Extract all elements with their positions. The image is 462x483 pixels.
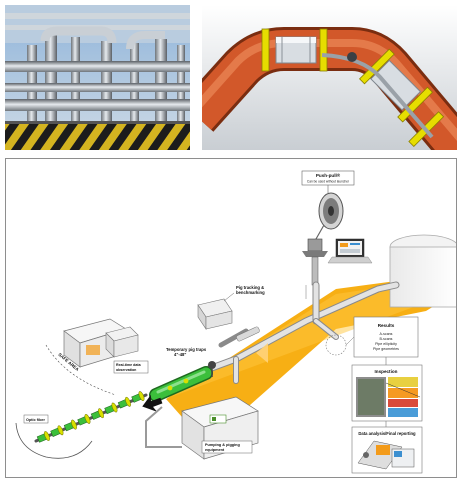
laptop-reel	[327, 238, 373, 264]
optic-fiber-label: Optic fiber	[26, 418, 46, 422]
pig-seal-disc	[44, 431, 50, 441]
results-item-ascans: A-scans	[380, 332, 393, 336]
pig-seal-disc	[125, 396, 131, 407]
pumping-label-1: Pumping & pigging	[205, 443, 240, 447]
pig-seal-disc	[138, 391, 145, 402]
optic-fiber-line	[15, 422, 93, 459]
temporary-pig-traps-label-1: Temporary pig traps	[166, 347, 207, 352]
storage-tank	[389, 234, 456, 308]
pig-seal-disc	[111, 402, 118, 413]
pumping-label-2: equipment	[205, 448, 225, 452]
results-item-geometries: Pipe geometries	[373, 347, 399, 351]
pig-seal-disc	[71, 419, 77, 430]
real-time-label-1: Real-time data	[116, 363, 142, 367]
results-item-bscans: B-scans	[380, 337, 393, 341]
results-panel: Results A-scans B-scans Pipe ellipticity…	[353, 316, 419, 358]
pigging-process-diagram: Push-pull® Can be used without launcher	[5, 158, 457, 478]
pig-insert-arrow	[142, 394, 163, 412]
inspection-title: Inspection	[375, 369, 398, 374]
pig-tracking-label-1: Pig tracking &	[236, 285, 264, 290]
safe-area-boundary	[45, 344, 117, 396]
pipe-bend-render	[202, 5, 457, 150]
sensor-probe	[236, 326, 260, 342]
pig-tracking-device: Pig tracking & benchmarking	[197, 285, 265, 330]
results-title: Results	[378, 323, 395, 328]
pig-seal-disc	[98, 408, 104, 419]
inspection-panel: Inspection	[351, 364, 423, 422]
data-analysis-title: Data analysis/Final reporting	[358, 431, 416, 436]
pig-seal-disc	[57, 425, 64, 436]
real-time-label-2: observation	[116, 368, 136, 372]
push-pull-label: Push-pull®	[316, 172, 341, 178]
push-pull-sublabel: Can be used without launcher	[307, 180, 350, 184]
pig-seal-disc	[84, 413, 91, 424]
pig-tracking-label-2: benchmarking	[236, 290, 265, 295]
industrial-pipes-photo	[5, 5, 190, 150]
results-item-ellipticity: Pipe ellipticity	[375, 342, 397, 346]
temporary-pig-traps-label-2: 4"-48"	[174, 352, 186, 357]
spray-marker	[256, 343, 268, 363]
temporary-pig-trap	[149, 361, 216, 402]
push-pull-reel: Push-pull® Can be used without launcher	[301, 170, 355, 286]
pipeline	[194, 281, 400, 384]
pig-train	[34, 391, 148, 443]
safe-area-container	[63, 318, 139, 368]
pumping-equipment: Pumping & pigging equipment	[145, 396, 259, 460]
data-analysis-panel: Data analysis/Final reporting	[351, 426, 423, 474]
